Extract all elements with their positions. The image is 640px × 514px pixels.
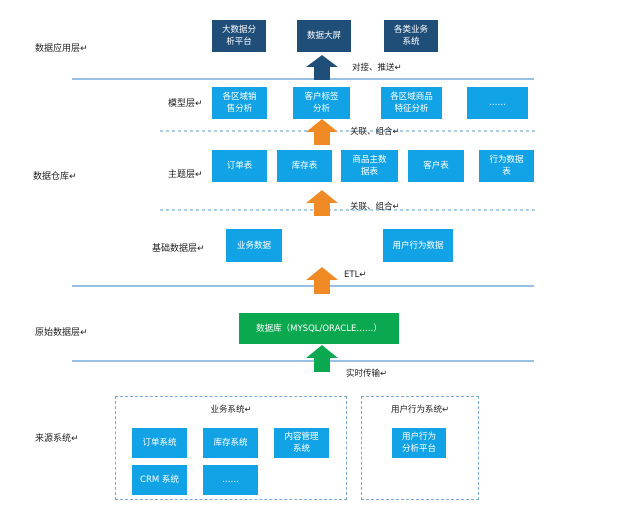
- arrow-label-realtime: 实时传输↵: [346, 369, 388, 379]
- model-box-customer-tags: 客户标签 分析: [293, 87, 350, 119]
- arrow-up-orange-1: [306, 119, 338, 145]
- subject-box-orders: 订单表: [212, 150, 267, 182]
- layer-label-raw: 原始数据层↵: [35, 328, 88, 338]
- raw-box-database: 数据库（MYSQL/ORACLE……）: [239, 313, 399, 344]
- layer-label-warehouse: 数据仓库↵: [33, 172, 77, 182]
- subject-box-customers: 客户表: [408, 150, 464, 182]
- source-box-cms: 内容管理 系统: [274, 428, 329, 458]
- source-box-more: ……: [203, 465, 258, 495]
- business-system-title: 业务系统↵: [210, 405, 252, 415]
- arrow-up-orange-2: [306, 190, 338, 216]
- arrow-label-combine-2: 关联、组合↵: [350, 202, 400, 212]
- arrow-up-navy: [306, 55, 338, 80]
- model-box-more: ……: [467, 87, 528, 119]
- layer-label-subject: 主题层↵: [168, 170, 203, 180]
- base-box-business-data: 业务数据: [226, 229, 282, 262]
- behavior-system-title: 用户行为系统↵: [390, 405, 450, 415]
- arrow-label-push: 对接、推送↵: [352, 63, 402, 73]
- source-box-order-system: 订单系统: [132, 428, 187, 458]
- model-box-regional-sales: 各区域销 售分析: [212, 87, 267, 119]
- layer-label-app: 数据应用层↵: [35, 44, 88, 54]
- arrow-label-combine-1: 关联、组合↵: [350, 127, 400, 137]
- layer-label-base: 基础数据层↵: [152, 244, 205, 254]
- subject-box-product-master: 商品主数 据表: [341, 150, 398, 182]
- arrow-up-green: [306, 345, 338, 372]
- app-box-data-screen: 数据大屏: [297, 20, 351, 52]
- app-box-business-systems: 各类业务 系统: [384, 20, 438, 52]
- base-box-behavior-data: 用户行为数据: [383, 229, 453, 262]
- app-box-bigdata-platform: 大数据分 析平台: [212, 20, 266, 52]
- arrow-up-orange-3: [306, 267, 338, 294]
- source-box-inventory-system: 库存系统: [203, 428, 258, 458]
- business-system-frame: 业务系统↵: [115, 396, 347, 500]
- layer-label-model: 模型层↵: [168, 99, 203, 109]
- behavior-system-frame: 用户行为系统↵: [361, 396, 479, 500]
- subject-box-behavior: 行为数据 表: [479, 150, 534, 182]
- model-box-product-features: 各区域商品 特征分析: [381, 87, 442, 119]
- layer-label-source: 来源系统↵: [35, 434, 79, 444]
- source-box-crm: CRM 系统: [132, 465, 187, 495]
- arrow-label-etl: ETL↵: [344, 270, 367, 280]
- subject-box-inventory: 库存表: [277, 150, 332, 182]
- source-box-behavior-platform: 用户行为 分析平台: [392, 428, 446, 458]
